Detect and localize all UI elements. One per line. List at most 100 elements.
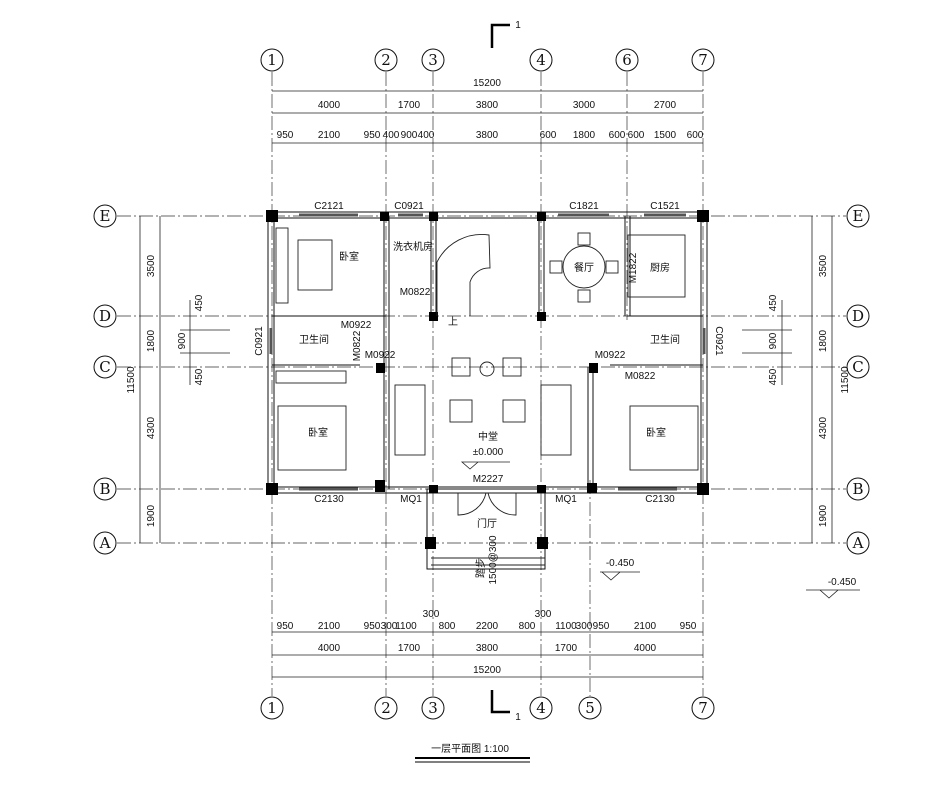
opening-label: MQ1 — [555, 494, 577, 505]
dim-right: 1800 — [818, 329, 829, 352]
dim-bottom-row3: 300 — [535, 609, 552, 620]
room-kitchen: 厨房 — [650, 261, 670, 274]
dim-bottom-row3: 1100 — [395, 621, 417, 632]
floor-level: ±0.000 — [473, 447, 504, 458]
axis-bubble — [846, 204, 870, 228]
dim-total-top: 15200 — [473, 78, 501, 89]
axis-bubble — [529, 696, 553, 720]
window-label: C2121 — [314, 201, 344, 212]
section-number: 1 — [515, 712, 521, 723]
axis-bubble — [578, 696, 602, 720]
axis-label: A — [99, 534, 111, 552]
axis-bubble — [260, 48, 284, 72]
axis-label: B — [99, 480, 110, 498]
axis-bubble — [846, 531, 870, 555]
window-label-left: C0921 — [254, 326, 265, 356]
dim-top-row3: 600 — [687, 130, 704, 141]
walls — [267, 211, 708, 570]
axis-label: 4 — [536, 699, 546, 717]
dim-top-row3: 2100 — [318, 130, 341, 141]
axis-label: C — [852, 358, 863, 376]
dim-left-total: 11500 — [126, 366, 137, 394]
room-bathroom: 卫生间 — [299, 333, 329, 346]
dim-bottom-row2: 1700 — [555, 643, 578, 654]
axis-bubble — [93, 477, 117, 501]
axis-label: 2 — [381, 699, 391, 717]
dim-bottom-row3: 2100 — [634, 621, 657, 632]
axis-bubble — [374, 696, 398, 720]
dim-top-row3: 1500 — [654, 130, 677, 141]
axis-label: B — [852, 480, 863, 498]
axis-label: D — [99, 307, 111, 325]
axis-label: 3 — [428, 699, 438, 717]
axis-bubble — [374, 48, 398, 72]
door-label: M0822 — [400, 287, 431, 298]
dim-top-row2: 1700 — [398, 100, 421, 111]
axis-bubble — [93, 355, 117, 379]
axis-label: 1 — [267, 699, 277, 717]
axis-bubble — [93, 531, 117, 555]
steps-label: 踏步 — [474, 558, 487, 578]
dim-top-row3: 3800 — [476, 130, 499, 141]
axis-bubble — [615, 48, 639, 72]
dim-bottom-row2: 4000 — [634, 643, 657, 654]
section-number: 1 — [515, 20, 521, 31]
axis-label: 4 — [536, 51, 546, 69]
dim-right-total: 11500 — [840, 366, 851, 394]
dim-left-inner: 450 — [194, 368, 205, 385]
door-label: M0922 — [595, 350, 626, 361]
room-bedroom: 卧室 — [339, 250, 359, 263]
dim-bottom-row3: 2100 — [318, 621, 341, 632]
dim-top-row3: 600 — [628, 130, 645, 141]
axis-bubble — [846, 304, 870, 328]
axis-bubble — [421, 696, 445, 720]
room-bathroom: 卫生间 — [650, 333, 680, 346]
dim-right-inner: 450 — [768, 294, 779, 311]
windows — [269, 213, 706, 491]
room-foyer: 门厅 — [477, 517, 497, 530]
drawing-title: 一层平面图 1:100 — [431, 743, 509, 755]
dim-total-bottom: 15200 — [473, 665, 501, 676]
dim-bottom-row3: 2200 — [476, 621, 499, 632]
window-label-right: C0921 — [713, 326, 724, 356]
dim-bottom-row3: 950 — [593, 621, 610, 632]
room-bedroom: 卧室 — [308, 426, 328, 439]
dim-left-inner: 450 — [194, 294, 205, 311]
stair-up-label: 上 — [448, 316, 458, 328]
axis-label: 6 — [622, 51, 632, 69]
dim-left: 1800 — [146, 329, 157, 352]
dim-bottom-row3: 950 — [680, 621, 697, 632]
furniture — [275, 227, 860, 599]
axis-bubble — [529, 48, 553, 72]
dim-left: 4300 — [146, 416, 157, 439]
opening-label: C2130 — [314, 494, 344, 505]
dim-bottom-row3: 300 — [423, 609, 440, 620]
room-dining: 餐厅 — [574, 261, 594, 274]
axis-bubble — [93, 304, 117, 328]
axis-label: 5 — [585, 699, 595, 717]
dim-right: 1900 — [818, 504, 829, 527]
steps-spec: 1500@300 — [488, 535, 499, 585]
axis-label: 7 — [698, 51, 708, 69]
dim-right: 4300 — [818, 416, 829, 439]
dim-top-row3: 600 — [540, 130, 557, 141]
axis-label: A — [852, 534, 864, 552]
dimension-lines — [139, 90, 833, 678]
dim-bottom-row3: 950 — [364, 621, 381, 632]
axis-bubble — [421, 48, 445, 72]
section-marks — [490, 23, 510, 714]
axis-label: C — [99, 358, 110, 376]
dim-top-row3: 950 — [277, 130, 294, 141]
opening-label: M2227 — [473, 474, 504, 485]
grid-axes — [117, 72, 846, 696]
dim-top-row2: 3000 — [573, 100, 596, 111]
window-label: C1821 — [569, 201, 599, 212]
opening-label: MQ1 — [400, 494, 422, 505]
dim-left: 1900 — [146, 504, 157, 527]
dim-bottom-row3: 1100 — [555, 621, 577, 632]
door-label: M0822 — [352, 330, 363, 361]
room-laundry: 洗衣机房 — [393, 240, 433, 253]
dim-bottom-row2: 1700 — [398, 643, 421, 654]
axis-bubble — [691, 696, 715, 720]
dim-bottom-row2: 4000 — [318, 643, 341, 654]
